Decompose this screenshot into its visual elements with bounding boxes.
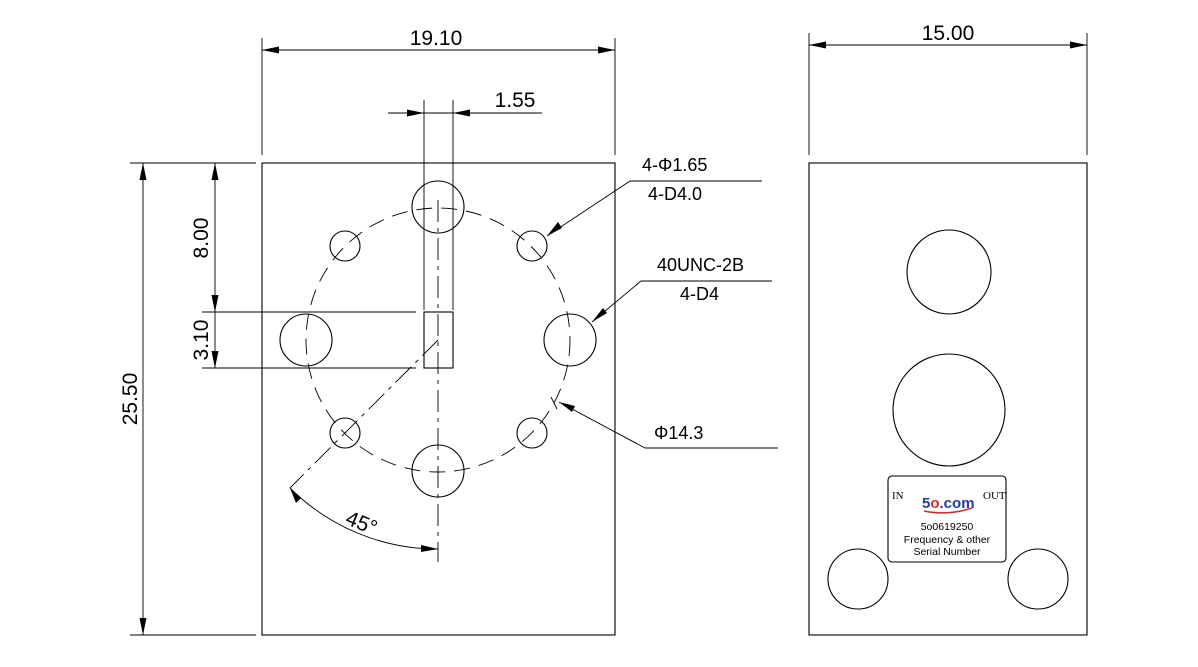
callout-thread-line1: 40UNC-2B: [657, 255, 744, 275]
label-plate-note-2: Serial Number: [913, 546, 981, 558]
slot: [423, 311, 454, 369]
callout-thread: 40UNC-2B 4-D4: [591, 255, 772, 323]
dim-height-total-label: 25.50: [119, 373, 142, 426]
label-plate-logo: 5o.com: [922, 495, 975, 512]
callout-small-holes-line2: 4-D4.0: [648, 184, 702, 204]
label-plate-logo-swoosh: [923, 507, 973, 514]
small-hole-top-left: [329, 230, 361, 262]
label-plate-out: OUT: [983, 490, 1006, 502]
dim-height-total: 25.50: [119, 162, 256, 636]
side-view-outline: [808, 162, 1088, 636]
dim-slot-width-label: 1.55: [495, 89, 536, 112]
dim-top-to-slot-label: 8.00: [190, 218, 213, 259]
dim-width-side: 15.00: [808, 22, 1088, 155]
large-hole-bottom: [411, 444, 465, 498]
side-port-bottom-right: [1007, 548, 1069, 610]
label-plate-frame: [887, 475, 1007, 563]
dim-width-front-label: 19.10: [410, 27, 463, 50]
label-plate: IN OUT 5o.com 5o0619250 Frequency & othe…: [887, 475, 1007, 563]
large-hole-top: [411, 180, 465, 234]
front-view: [261, 162, 616, 636]
dim-width-side-label: 15.00: [922, 22, 975, 45]
side-port-top: [906, 229, 992, 315]
label-plate-note-1: Frequency & other: [904, 534, 991, 546]
dim-bolt-angle: 45°: [289, 487, 439, 552]
dim-slot-width: 1.55: [388, 89, 542, 310]
callout-bolt-circle: Φ14.3: [558, 401, 778, 449]
large-hole-left: [279, 313, 333, 367]
small-hole-top-right: [516, 230, 548, 262]
label-plate-model: 5o0619250: [921, 521, 974, 533]
callout-bolt-circle-label: Φ14.3: [654, 423, 703, 443]
front-view-outline: [261, 162, 616, 636]
dim-bolt-angle-label: 45°: [342, 507, 380, 540]
dim-width-front: 19.10: [261, 27, 616, 155]
small-hole-bottom-right: [516, 417, 548, 449]
dim-slot-height-label: 3.10: [190, 320, 213, 361]
side-port-bottom-left: [827, 548, 889, 610]
label-plate-in: IN: [892, 490, 904, 502]
side-view: IN OUT 5o.com 5o0619250 Frequency & othe…: [808, 162, 1088, 636]
angle-construction-line: [289, 339, 439, 489]
large-hole-right: [543, 313, 597, 367]
small-hole-bottom-left: [329, 417, 361, 449]
dim-top-to-slot: 8.00: [190, 163, 416, 313]
callout-small-holes-line1: 4-Φ1.65: [642, 155, 707, 175]
dim-slot-height: 3.10: [190, 312, 416, 369]
callout-small-holes: 4-Φ1.65 4-D4.0: [546, 155, 762, 237]
callout-thread-line2: 4-D4: [680, 284, 719, 304]
side-port-middle: [892, 353, 1006, 467]
